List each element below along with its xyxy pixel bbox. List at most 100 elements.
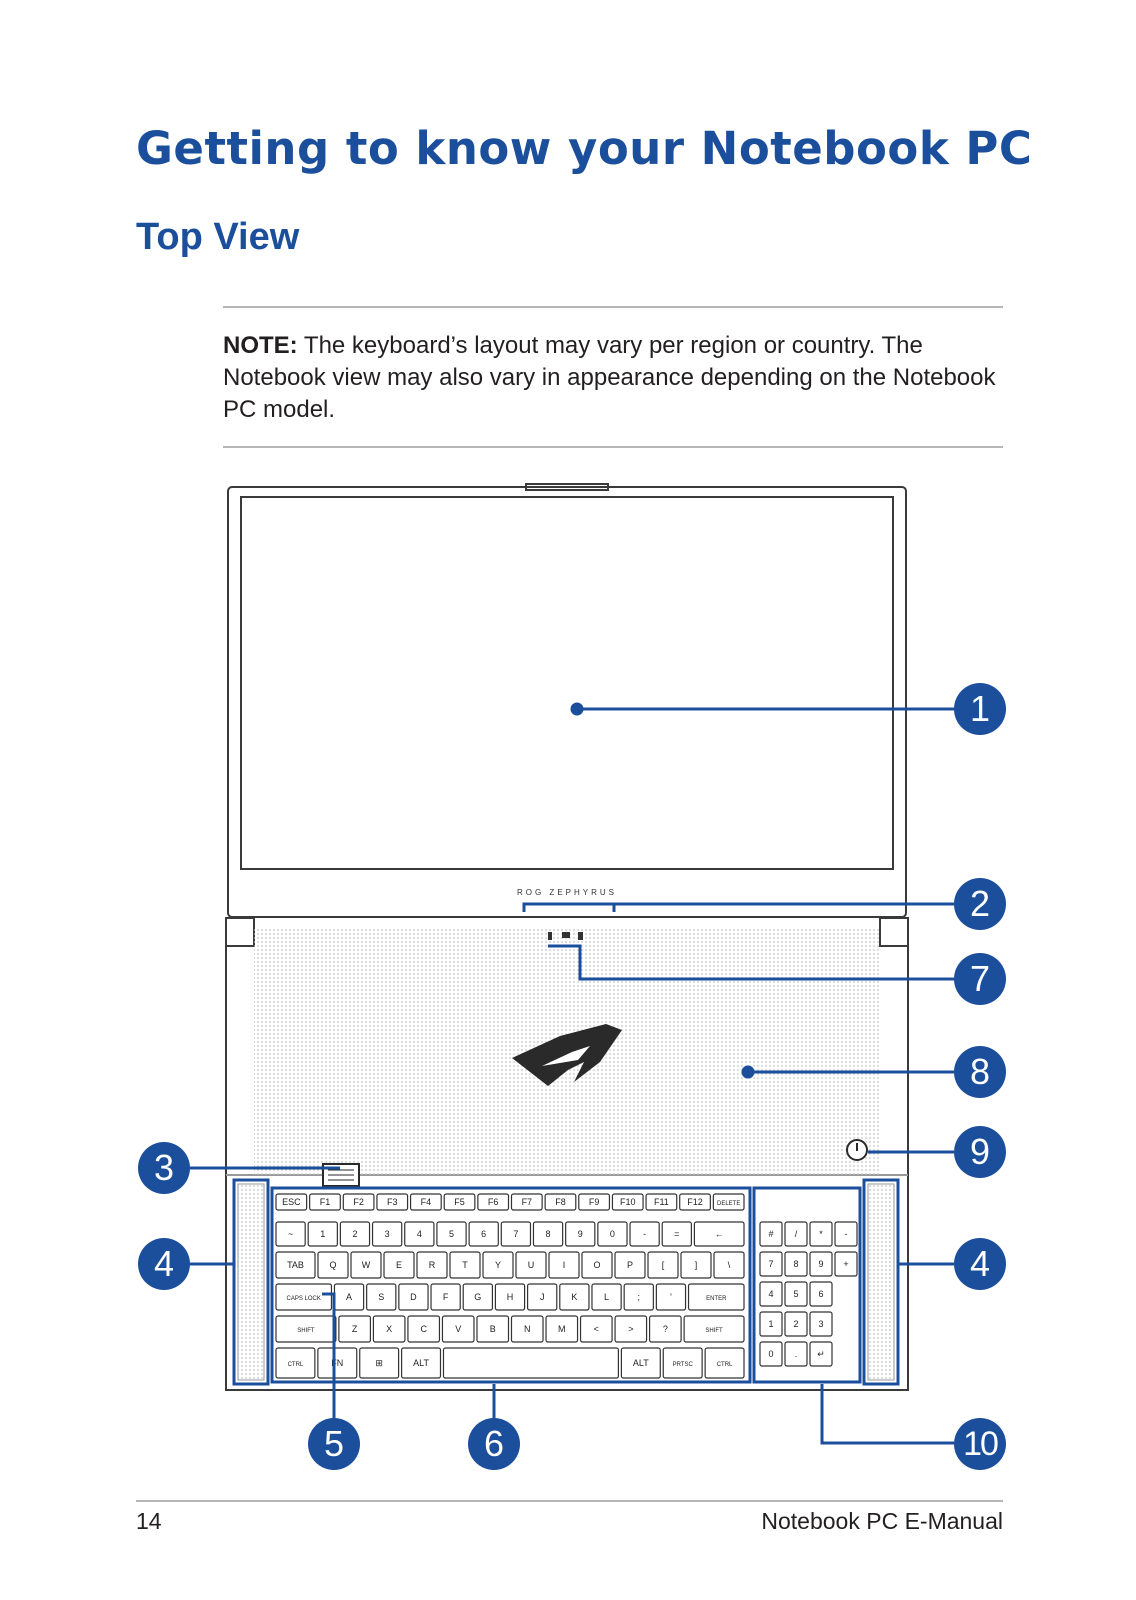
section-title: Top View — [136, 216, 300, 258]
svg-text:;: ; — [637, 1292, 640, 1302]
svg-text:TAB: TAB — [287, 1260, 304, 1270]
svg-text:F5: F5 — [454, 1197, 465, 1207]
svg-text:F3: F3 — [387, 1197, 398, 1207]
svg-text:B: B — [490, 1324, 496, 1334]
key-4-10: ? — [648, 1315, 682, 1343]
page-number: 14 — [136, 1508, 162, 1534]
svg-text:Q: Q — [329, 1260, 336, 1270]
key-3-3: D — [398, 1283, 429, 1311]
svg-text:F2: F2 — [353, 1197, 364, 1207]
key-0-3: F3 — [376, 1193, 409, 1211]
key-4-6: N — [510, 1315, 544, 1343]
key-1-9: 9 — [565, 1221, 596, 1247]
svg-text:N: N — [524, 1324, 531, 1334]
svg-text:F10: F10 — [620, 1197, 636, 1207]
numpad-key-1-3: + — [834, 1251, 858, 1277]
key-4-5: B — [476, 1315, 510, 1343]
svg-text:-: - — [845, 1229, 848, 1239]
key-2-3: E — [383, 1251, 415, 1279]
key-3-2: S — [366, 1283, 397, 1311]
display-lid — [227, 486, 907, 918]
svg-text:U: U — [528, 1260, 535, 1270]
key-4-2: X — [372, 1315, 406, 1343]
svg-text:S: S — [378, 1292, 384, 1302]
key-4-7: M — [545, 1315, 579, 1343]
svg-text:0: 0 — [768, 1349, 773, 1359]
svg-text:6: 6 — [818, 1289, 823, 1299]
key-1-4: 4 — [404, 1221, 435, 1247]
key-1-6: 6 — [468, 1221, 499, 1247]
key-1-8: 8 — [532, 1221, 564, 1247]
note-bottom-divider — [223, 446, 1003, 448]
numpad-key-0-0: # — [759, 1221, 783, 1247]
svg-text:D: D — [410, 1292, 417, 1302]
key-5-3: ALT — [401, 1347, 442, 1379]
svg-text:ENTER: ENTER — [706, 1296, 727, 1302]
key-1-0: ~ — [275, 1221, 306, 1247]
svg-text:C: C — [420, 1324, 427, 1334]
svg-text:CTRL: CTRL — [288, 1362, 304, 1368]
svg-text:9: 9 — [818, 1259, 823, 1269]
page-title: Getting to know your Notebook PC — [136, 122, 1033, 175]
svg-text:F: F — [443, 1292, 449, 1302]
key-2-13: \ — [713, 1251, 745, 1279]
svg-text:V: V — [455, 1324, 461, 1334]
svg-text:PRTSC: PRTSC — [673, 1362, 694, 1368]
svg-text:FN: FN — [331, 1358, 343, 1368]
key-2-1: Q — [317, 1251, 349, 1279]
svg-text:W: W — [362, 1260, 371, 1270]
svg-text:*: * — [819, 1229, 823, 1239]
key-1-13: ← — [693, 1221, 745, 1247]
svg-text:G: G — [474, 1292, 481, 1302]
key-3-10: ; — [623, 1283, 654, 1311]
key-0-11: F11 — [645, 1193, 678, 1211]
callout-6-keyboard: 6 — [468, 1418, 520, 1470]
key-1-3: 3 — [371, 1221, 403, 1247]
callout-10-numpad: 10 — [954, 1418, 1006, 1470]
svg-text:F12: F12 — [687, 1197, 703, 1207]
key-2-10: P — [614, 1251, 646, 1279]
svg-text:2: 2 — [793, 1319, 798, 1329]
key-3-7: J — [526, 1283, 558, 1311]
svg-text:~: ~ — [288, 1229, 293, 1239]
callout-5-caps-lock: 5 — [308, 1418, 360, 1470]
svg-text:#: # — [768, 1229, 773, 1239]
svg-text:5: 5 — [449, 1229, 454, 1239]
numpad-key-0-1: / — [784, 1221, 808, 1247]
keyboard-highlight — [270, 1186, 752, 1384]
key-4-0: SHIFT — [275, 1315, 337, 1343]
key-3-11: ' — [655, 1283, 687, 1311]
numpad-key-4-1: . — [784, 1341, 808, 1367]
svg-text:<: < — [594, 1324, 599, 1334]
key-0-10: F10 — [611, 1193, 644, 1211]
key-5-5: ALT — [620, 1347, 661, 1379]
svg-text:O: O — [593, 1260, 600, 1270]
svg-text:SHIFT: SHIFT — [705, 1328, 723, 1334]
key-3-5: G — [462, 1283, 494, 1311]
numpad-key-2-2: 6 — [809, 1281, 833, 1307]
svg-text:3: 3 — [818, 1319, 823, 1329]
numpad-key-3-0: 1 — [759, 1311, 783, 1337]
key-2-8: I — [548, 1251, 580, 1279]
svg-text:\: \ — [728, 1260, 731, 1270]
callout-4-right-speaker: 4 — [954, 1238, 1006, 1290]
brand-logo-text: ROG ZEPHYRUS — [517, 888, 617, 897]
callout-4-left-speaker: 4 — [138, 1238, 190, 1290]
svg-text:←: ← — [715, 1229, 724, 1239]
key-1-1: 1 — [307, 1221, 338, 1247]
key-0-2: F2 — [342, 1193, 375, 1211]
key-0-7: F7 — [510, 1193, 543, 1211]
svg-text:F8: F8 — [555, 1197, 566, 1207]
svg-text:L: L — [604, 1292, 609, 1302]
key-0-9: F9 — [578, 1193, 611, 1211]
svg-text:DELETE: DELETE — [717, 1201, 740, 1207]
key-5-6: PRTSC — [662, 1347, 703, 1379]
key-0-13: DELETE — [712, 1193, 745, 1211]
svg-text:2: 2 — [352, 1229, 357, 1239]
key-1-11: - — [629, 1221, 660, 1247]
key-4-8: < — [579, 1315, 613, 1343]
svg-text:A: A — [346, 1292, 352, 1302]
note-text: The keyboard’s layout may vary per regio… — [223, 332, 996, 423]
